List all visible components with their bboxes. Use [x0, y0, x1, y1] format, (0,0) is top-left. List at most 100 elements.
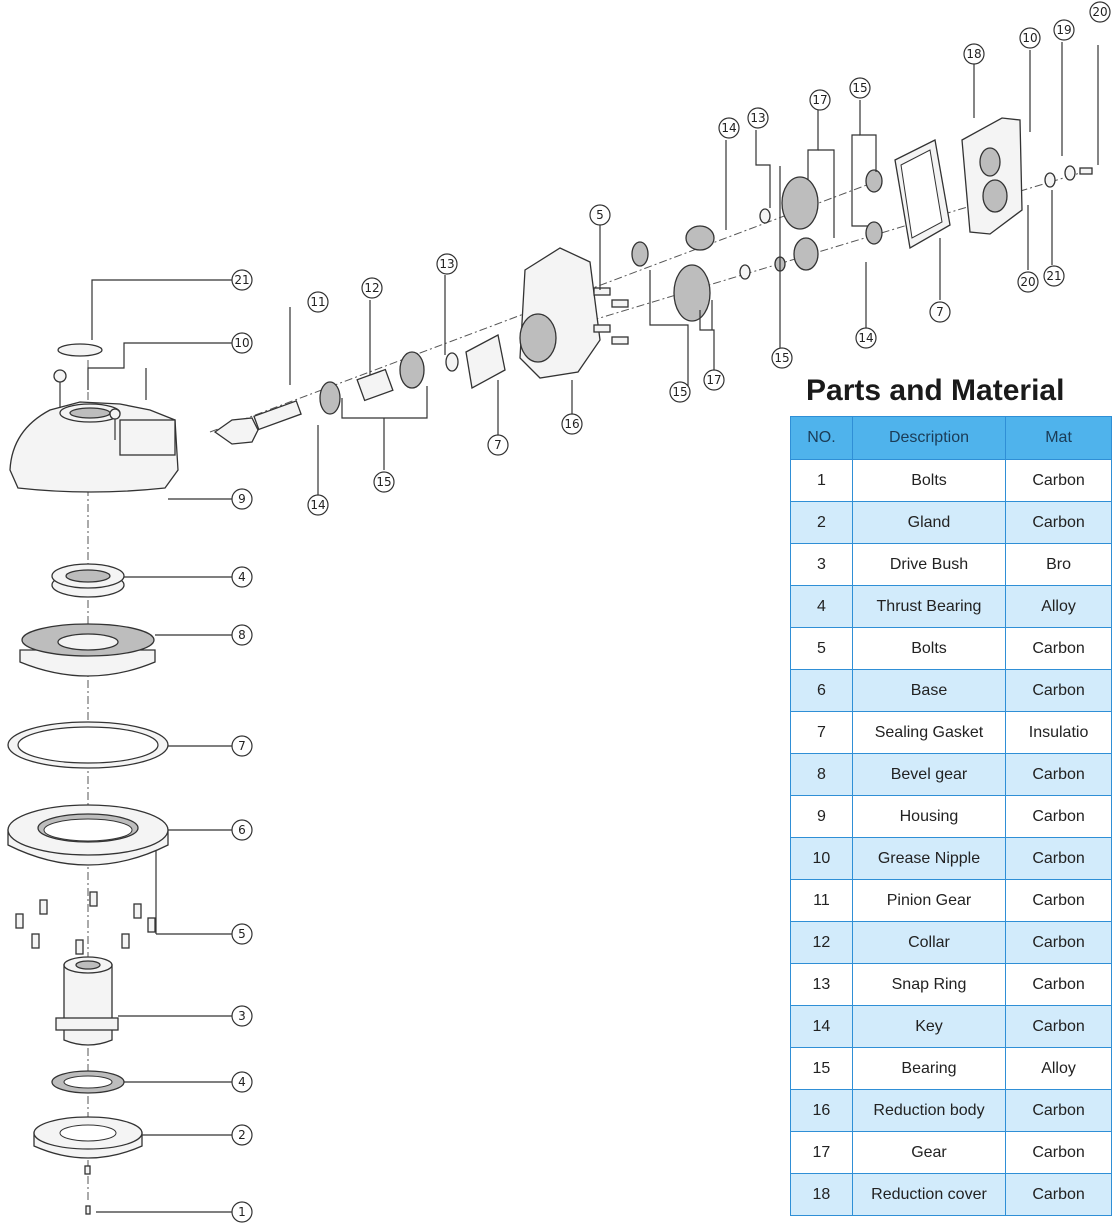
callout-9: 9	[231, 488, 253, 510]
svg-text:7: 7	[936, 305, 944, 319]
svg-text:10: 10	[1022, 31, 1037, 45]
callout-14-top: 14	[718, 117, 740, 139]
svg-text:17: 17	[812, 93, 827, 107]
svg-text:4: 4	[238, 570, 246, 584]
callout-15-top: 15	[849, 77, 871, 99]
cell-description: Reduction cover	[851, 1173, 1007, 1216]
callout-8: 8	[231, 624, 253, 646]
svg-text:7: 7	[494, 438, 502, 452]
svg-text:20: 20	[1092, 5, 1107, 19]
callout-11: 11	[307, 291, 329, 313]
gear-part	[631, 169, 883, 322]
cell-material: Carbon	[1005, 1005, 1112, 1048]
snap-ring-part	[445, 352, 459, 372]
sealing-gasket-part	[7, 721, 169, 769]
cell-no: 9	[790, 795, 853, 838]
cell-no: 4	[790, 585, 853, 628]
cell-description: Gear	[851, 1131, 1007, 1174]
cell-no: 11	[790, 879, 853, 922]
callout-12: 12	[361, 277, 383, 299]
svg-text:13: 13	[439, 257, 454, 271]
cell-material: Carbon	[1005, 627, 1112, 670]
cell-material: Carbon	[1005, 459, 1112, 502]
header-no: NO.	[790, 416, 853, 460]
cell-material: Carbon	[1005, 1131, 1112, 1174]
gland-part	[33, 1116, 143, 1159]
callout-4: 4	[231, 1071, 253, 1093]
cell-no: 14	[790, 1005, 853, 1048]
cell-description: Thrust Bearing	[851, 585, 1007, 628]
svg-text:6: 6	[238, 823, 246, 837]
cell-description: Bolts	[851, 459, 1007, 502]
svg-text:7: 7	[238, 739, 246, 753]
svg-text:14: 14	[858, 331, 873, 345]
cell-material: Carbon	[1005, 1173, 1112, 1216]
svg-text:9: 9	[238, 492, 246, 506]
cell-description: Collar	[851, 921, 1007, 964]
callout-7: 7	[231, 735, 253, 757]
cell-description: Snap Ring	[851, 963, 1007, 1006]
cell-no: 6	[790, 669, 853, 712]
svg-text:15: 15	[774, 351, 789, 365]
cell-material: Carbon	[1005, 753, 1112, 796]
cell-no: 17	[790, 1131, 853, 1174]
cell-material: Bro	[1005, 543, 1112, 586]
leader-lines	[87, 42, 1099, 1213]
svg-text:15: 15	[672, 385, 687, 399]
cell-no: 8	[790, 753, 853, 796]
collar-part	[356, 368, 394, 402]
svg-text:13: 13	[750, 111, 765, 125]
callout-14-mid: 14	[855, 327, 877, 349]
cell-description: Drive Bush	[851, 543, 1007, 586]
svg-text:5: 5	[596, 208, 604, 222]
cell-material: Carbon	[1005, 1089, 1112, 1132]
cell-no: 5	[790, 627, 853, 670]
svg-text:19: 19	[1056, 23, 1071, 37]
cell-material: Carbon	[1005, 879, 1112, 922]
cell-material: Carbon	[1005, 837, 1112, 880]
cell-no: 2	[790, 501, 853, 544]
cell-material: Carbon	[1005, 669, 1112, 712]
callout-19: 19	[1053, 19, 1075, 41]
callout-2: 2	[231, 1124, 253, 1146]
small-parts-right	[1044, 165, 1093, 188]
cell-no: 16	[790, 1089, 853, 1132]
callout-15-mid: 15	[669, 381, 691, 403]
callout-7-right: 7	[929, 301, 951, 323]
parts-table-title: Parts and Material	[806, 374, 1065, 407]
bearing-part	[319, 351, 425, 415]
cell-description: Key	[851, 1005, 1007, 1048]
cell-description: Gland	[851, 501, 1007, 544]
svg-text:18: 18	[966, 47, 981, 61]
cell-material: Carbon	[1005, 963, 1112, 1006]
cell-no: 18	[790, 1173, 853, 1216]
cell-description: Grease Nipple	[851, 837, 1007, 880]
svg-text:14: 14	[310, 498, 325, 512]
cell-description: Housing	[851, 795, 1007, 838]
svg-text:11: 11	[310, 295, 325, 309]
svg-text:16: 16	[564, 417, 579, 431]
gasket-right-part	[894, 139, 951, 250]
cell-no: 12	[790, 921, 853, 964]
cell-description: Bolts	[851, 627, 1007, 670]
callout-21-right: 21	[1043, 265, 1065, 287]
cell-no: 1	[790, 459, 853, 502]
pinion-gear-part	[213, 400, 302, 445]
callout-6: 6	[231, 819, 253, 841]
svg-text:3: 3	[238, 1009, 246, 1023]
callout-13: 13	[436, 253, 458, 275]
callout-1: 1	[231, 1201, 253, 1223]
reduction-body-part	[519, 247, 629, 379]
header-material: Mat	[1005, 416, 1112, 460]
callout-4-upper: 4	[231, 566, 253, 588]
